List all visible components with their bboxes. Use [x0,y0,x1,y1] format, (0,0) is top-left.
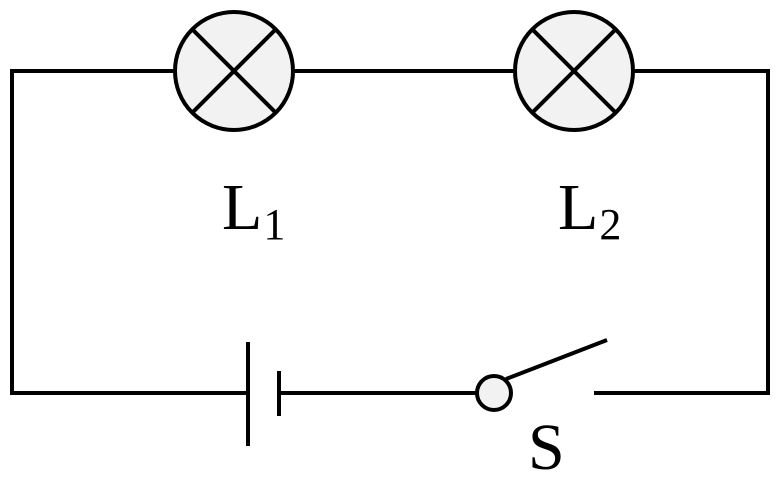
lamp-l2-label-main: L [558,171,598,244]
lamp-icon [513,10,635,132]
lamp-l2-label: L2 [558,171,621,249]
switch-lever [505,338,608,381]
circuit-wires [10,69,770,395]
lamp-l1: L1 [173,10,295,249]
lamp-l2: L2 [513,10,635,249]
switch-icon [475,338,608,412]
switch-s: S [475,338,608,481]
switch-label: S [528,411,565,481]
lamp-icon [173,10,295,132]
lamp-l1-label-main: L [222,171,262,244]
battery-icon [246,342,281,446]
lamp-l1-label: L1 [222,171,285,249]
switch-pivot [475,374,513,412]
lamp-l2-label-sub: 2 [599,200,621,249]
lamp-l1-label-sub: 1 [263,200,285,249]
